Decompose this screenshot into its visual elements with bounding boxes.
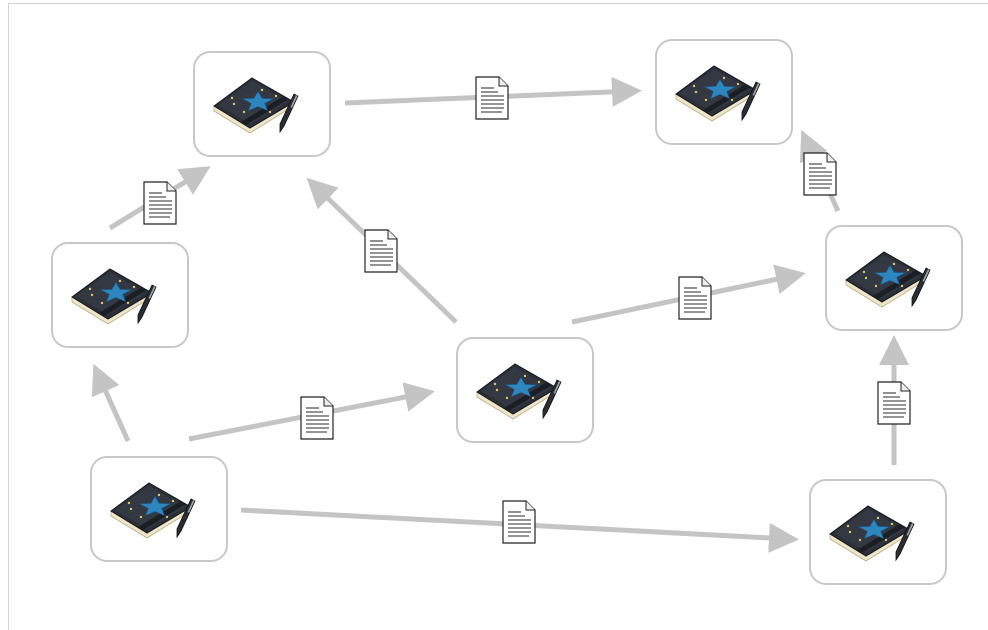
node-bottom-left <box>90 456 228 562</box>
notebook-star-icon <box>829 505 915 562</box>
node-top-left <box>193 51 331 157</box>
frame-top-border <box>8 3 988 4</box>
notebook-star-icon <box>71 268 157 325</box>
document-icon <box>877 381 911 425</box>
notebook-star-icon <box>476 363 562 420</box>
nodes-layer <box>51 39 963 585</box>
frame-left-border <box>8 3 9 630</box>
node-center <box>456 337 594 443</box>
document-icon <box>803 152 837 196</box>
node-bottom-right <box>809 479 947 585</box>
notebook-star-icon <box>845 251 931 308</box>
notebook-star-icon <box>213 77 299 134</box>
node-top-right <box>655 39 793 145</box>
notebook-star-icon <box>675 65 761 122</box>
document-icon <box>475 76 509 120</box>
document-icon <box>300 396 334 440</box>
document-icon <box>364 229 398 273</box>
node-mid-left <box>51 242 189 348</box>
arrow-node-bottom-left-to-node-mid-left <box>91 363 131 443</box>
document-icon <box>678 276 712 320</box>
node-mid-right <box>825 225 963 331</box>
notebook-star-icon <box>110 482 196 539</box>
documents-layer <box>143 76 911 544</box>
document-icon <box>502 500 536 544</box>
document-icon <box>143 181 177 225</box>
